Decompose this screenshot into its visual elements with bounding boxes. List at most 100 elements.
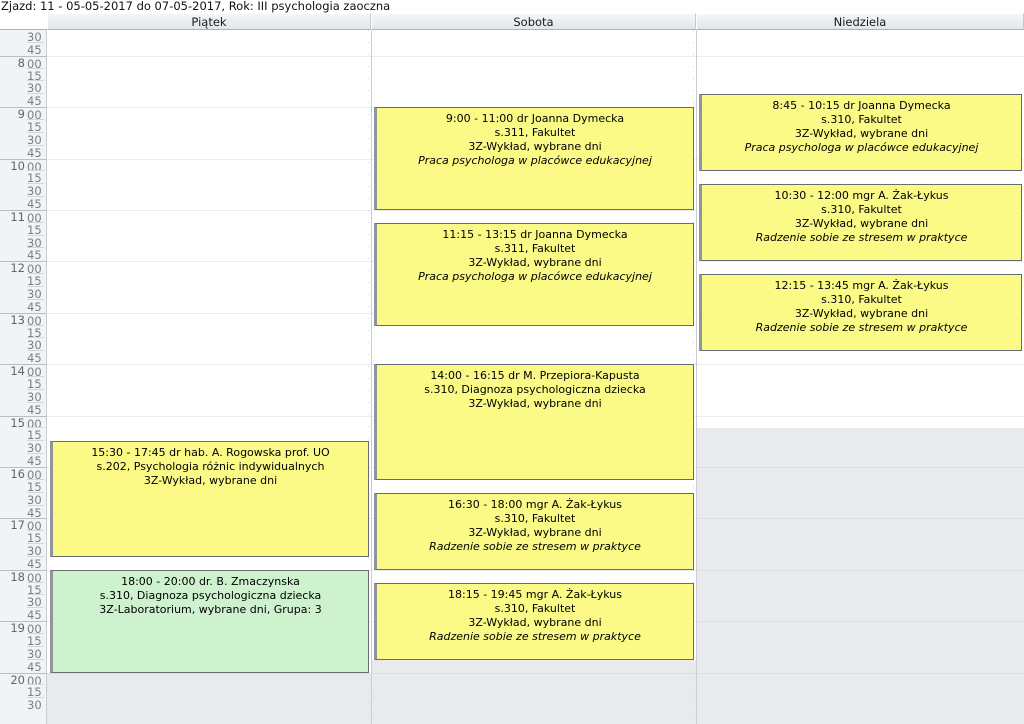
time-minute-label: 15 [27,221,44,237]
event-room-course: s.310, Fakultet [494,511,576,525]
day-header-1[interactable]: Sobota [371,13,696,30]
time-minute-label: 15 [27,684,44,699]
column-dotted-guide-0 [368,30,369,724]
time-minute-label: 15 [27,478,44,494]
time-minute-label: 00 [27,673,42,688]
time-minute-label: 45 [27,453,44,468]
time-minute-label: 45 [27,555,44,571]
event-type: 3Z-Wykład, wybrane dni [468,140,602,154]
event-subject: Radzenie sobie ze stresem w praktyce [429,629,641,643]
time-minute-label: 15 [27,118,44,134]
event-header: 18:15 - 19:45 mgr A. Żak-Łykus [448,587,622,601]
time-slot-17-15: 15 [0,530,46,545]
event-room-course: s.310, Fakultet [821,293,902,307]
event-room-course: s.310, Fakultet [821,113,902,127]
event-type: 3Z-Wykład, wybrane dni [143,474,278,488]
time-hour-label: 13 [10,312,25,327]
time-minute-label: 00 [27,159,42,174]
hour-gridline [47,672,1024,674]
time-minute-label: 00 [27,108,42,123]
time-slot-16-15: 15 [0,478,46,494]
time-slot-13-45: 45 [0,350,46,365]
time-hour-label: 10 [10,158,25,173]
day-header-label: Piątek [191,15,227,29]
time-minute-label: 15 [27,427,44,442]
time-minute-label: 00 [27,467,42,482]
time-slot-20-30: 30 [0,697,46,712]
event-type: 3Z-Wykład, wybrane dni [794,217,929,231]
time-minute-label: 00 [27,622,42,637]
time-minute-label: 45 [27,144,44,160]
time-minute-label: 30 [27,337,44,352]
event-header: 16:30 - 18:00 mgr A. Żak-Łykus [448,497,622,511]
time-minute-label: 45 [27,350,44,365]
event-room-course: s.310, Diagnoza psychologiczna dziecka [99,588,322,602]
event-room-course: s.202, Psychologia różnic indywidualnych [96,460,325,474]
time-minute-label: 00 [27,570,42,585]
time-slot-9-15: 15 [0,118,46,134]
event-header: 18:00 - 20:00 dr. B. Zmaczynska [121,574,300,588]
time-slot-7-30: 30 [0,30,46,44]
time-hour-label: 18 [10,569,25,584]
time-minute-label: 45 [27,196,44,211]
time-slot-13-30: 30 [0,337,46,352]
event-header: 9:00 - 11:00 dr Joanna Dymecka [445,112,625,126]
time-slot-18-30: 30 [0,594,46,609]
time-slot-18-15: 15 [0,581,46,597]
time-slot-13-15: 15 [0,324,46,340]
time-minute-label: 45 [27,247,44,262]
time-minute-label: 45 [27,298,44,314]
time-slot-8-15: 15 [0,67,46,83]
time-hour-label: 8 [17,55,25,70]
shaded-time-block [371,659,696,724]
event-header: 10:30 - 12:00 mgr A. Żak-Łykus [774,189,949,203]
header-corner-cell [0,13,47,30]
time-minute-label: 30 [27,388,44,404]
day-header-0[interactable]: Piątek [47,13,371,30]
time-minute-label: 45 [27,658,44,674]
time-slot-9-45: 45 [0,144,46,160]
time-slot-15-30: 30 [0,440,46,455]
time-minute-label: 15 [27,170,44,185]
time-minute-label: 30 [27,183,44,198]
time-minute-label: 45 [27,607,44,622]
time-slot-19-45: 45 [0,658,46,674]
day-header-2[interactable]: Niedziela [696,13,1024,30]
time-slot-15-45: 45 [0,453,46,468]
event-header: 15:30 - 17:45 dr hab. A. Rogowska prof. … [91,446,330,460]
event-type: 3Z-Wykład, wybrane dni [468,255,602,269]
time-minute-label: 30 [27,543,44,558]
time-slot-17-30: 30 [0,543,46,558]
shaded-time-block [696,428,1024,724]
time-minute-label: 15 [27,324,44,340]
time-minute-label: 45 [27,93,44,108]
event-subject: Praca psychologa w placówce edukacyjnej [744,141,979,155]
calendar-event[interactable]: 15:30 - 17:45 dr hab. A. Rogowska prof. … [50,441,369,557]
event-type: 3Z-Wykład, wybrane dni [794,307,929,321]
time-slot-8-45: 45 [0,93,46,108]
time-slot-11-45: 45 [0,247,46,262]
time-hour-label: 20 [10,672,25,687]
time-minute-label: 30 [27,131,44,147]
time-hour-label: 11 [10,209,25,224]
event-room-course: s.310, Fakultet [494,601,576,615]
time-slot-7-45: 45 [0,41,46,57]
event-header: 14:00 - 16:15 dr M. Przepiora-Kapusta [430,369,640,383]
time-slot-8-30: 30 [0,80,46,95]
event-header: 11:15 - 13:15 dr Joanna Dymecka [442,227,628,241]
time-hour-label: 17 [10,518,25,533]
